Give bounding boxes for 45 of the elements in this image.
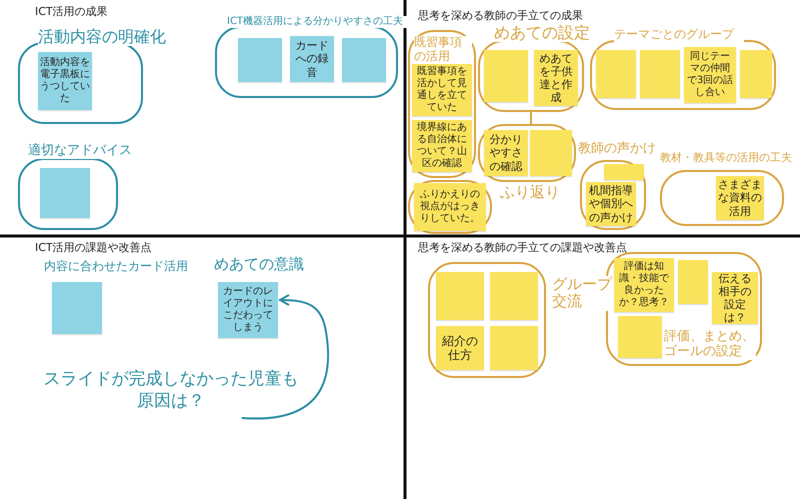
sticky-note: 既習事項を活かして見通しを立てていた (412, 64, 472, 116)
sticky-note: 分かりやすさの確認 (484, 130, 528, 176)
sticky-note (436, 272, 484, 320)
quadrant-title: 思考を深める教師の手立ての課題や改善点 (418, 240, 627, 255)
sticky-note (342, 38, 386, 82)
sticky-note (604, 164, 644, 180)
sticky-note: 伝える相手の設定は？ (712, 272, 758, 324)
handwritten-text: スライドが完成しなかった児童も原因は？ (40, 368, 302, 418)
handwritten-heading: 評価、まとめ、ゴールの設定 (664, 330, 756, 360)
sticky-note: 紹介の仕方 (436, 326, 484, 370)
quadrant-title: ICT活用の成果 (35, 4, 108, 19)
sticky-note: ふりかえりの視点がはっきりしていた。 (414, 183, 486, 231)
sticky-note (490, 272, 538, 320)
quadrant-title: 思考を深める教師の手立ての成果 (418, 8, 583, 23)
sticky-note (530, 130, 572, 176)
handwritten-heading: グループ交流 (552, 276, 614, 310)
connector-line (530, 112, 532, 124)
sticky-note (640, 50, 680, 98)
sticky-note: カードへの録音 (290, 36, 334, 82)
sticky-note (238, 38, 282, 82)
sticky-note (678, 260, 708, 304)
sticky-note: 境界線にある自治体について？山区の確認 (412, 120, 472, 172)
sticky-note (740, 50, 772, 98)
handdrawn-outline (408, 30, 476, 178)
sticky-note: 机間指導や個別への声かけ (586, 182, 636, 226)
sticky-note: めあてを子供達と作成 (534, 50, 578, 106)
handwritten-heading: テーマごとのグループ (614, 28, 744, 42)
curved-arrow (242, 294, 330, 420)
sticky-note (40, 168, 90, 218)
handdrawn-outline (478, 124, 576, 182)
sticky-note: カードのレイアウトにこだわってしまう (218, 282, 278, 338)
sticky-note: 同じテーマの仲間で3回の話し合い (684, 47, 736, 103)
sticky-note: 評価は知識・技能で良かったか？思考？ (614, 258, 674, 312)
quadrant-title: ICT活用の課題や改善点 (35, 240, 152, 255)
sticky-note (52, 282, 102, 334)
handwritten-heading: ICT機器活用による分かりやすさの工夫 (227, 16, 407, 28)
handwritten-heading: 既習事項の活用 (414, 36, 472, 64)
sticky-note: 活動内容を電子黒板にうつしていた (38, 52, 92, 110)
sticky-note (484, 50, 528, 102)
sticky-note (490, 326, 538, 370)
sticky-note (596, 50, 636, 98)
handwritten-heading: めあての意識 (214, 256, 304, 274)
sticky-note: さまざまな資料の活用 (716, 176, 764, 220)
handwritten-heading: 内容に合わせたカード活用 (44, 260, 188, 274)
sticky-note (618, 316, 662, 358)
